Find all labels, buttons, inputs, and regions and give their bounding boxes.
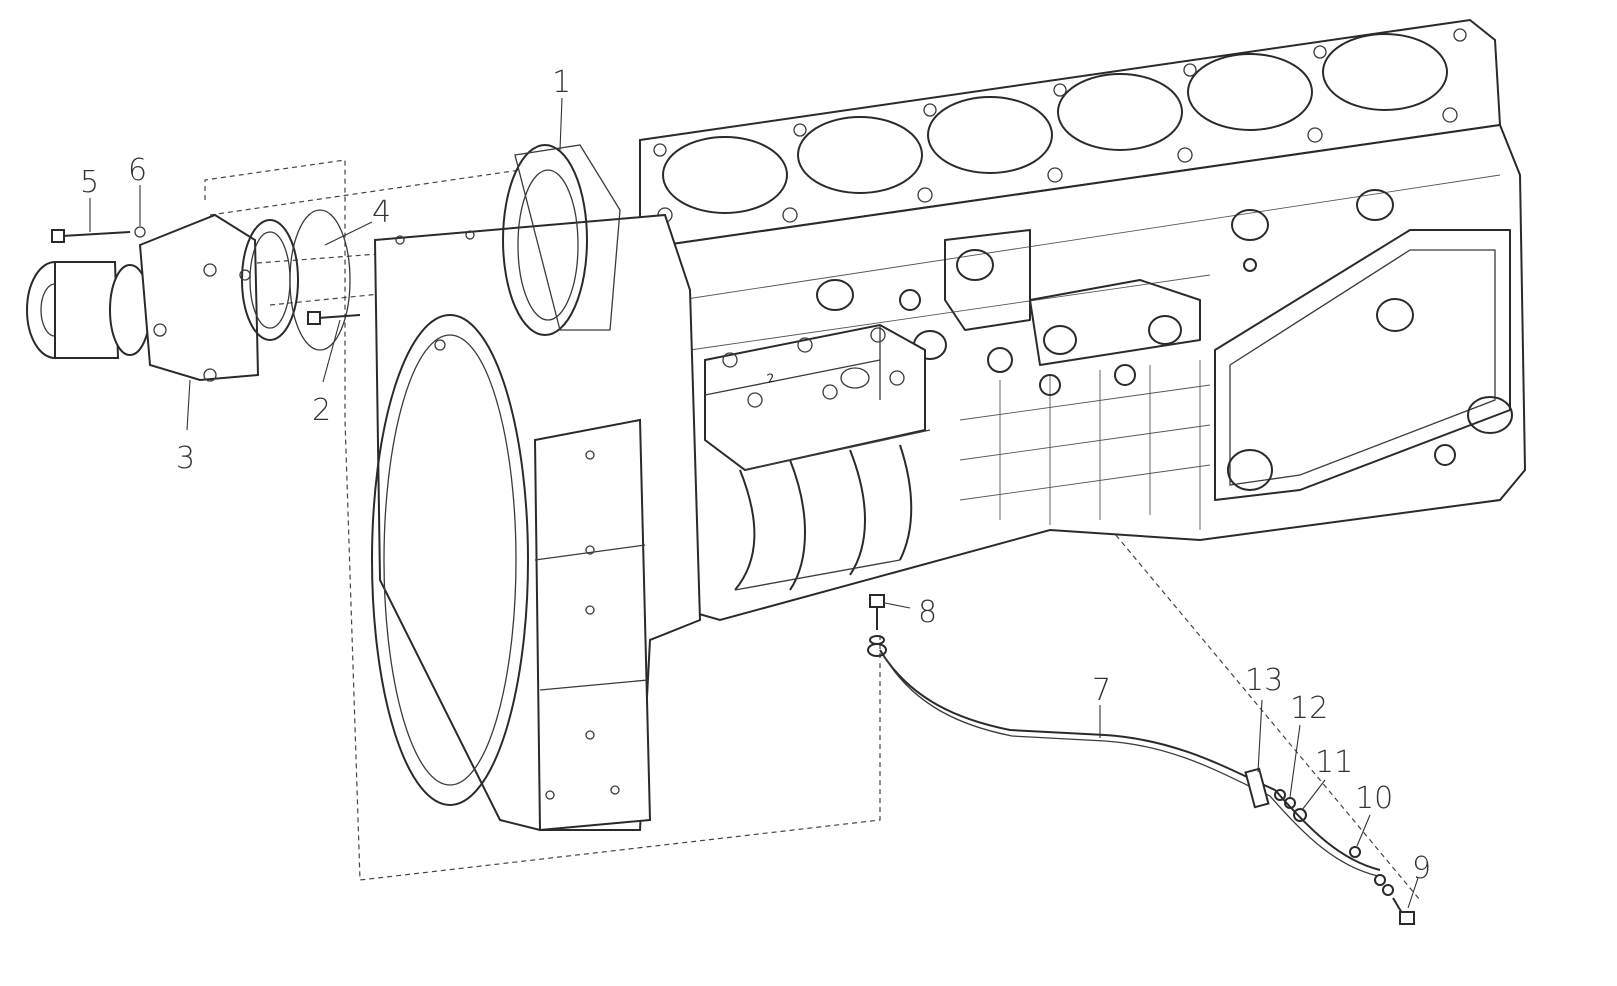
callout-11: 11 (1315, 745, 1353, 780)
callout-labels: 1 2 3 4 5 6 7 8 9 10 11 12 13 (80, 65, 1431, 886)
callout-1: 1 (552, 65, 571, 100)
o-ring (289, 209, 351, 351)
callout-7: 7 (1092, 673, 1111, 708)
engine-block: 2 (638, 18, 1527, 622)
oil-pipe (867, 594, 1415, 925)
leader-lines (89, 97, 1419, 909)
callout-13: 13 (1245, 663, 1283, 698)
callout-2: 2 (312, 393, 331, 428)
callout-3: 3 (176, 441, 195, 476)
callout-10: 10 (1355, 781, 1393, 816)
block-marking: 2 (766, 371, 776, 386)
callout-8: 8 (918, 595, 937, 630)
callout-9: 9 (1412, 851, 1431, 886)
callout-12: 12 (1290, 691, 1328, 726)
flywheel-housing (371, 144, 702, 832)
callout-6: 6 (128, 153, 147, 188)
callout-4: 4 (372, 195, 391, 230)
pump-assembly (26, 209, 361, 382)
cylinder-bores (662, 33, 1448, 214)
callout-5: 5 (80, 165, 99, 200)
